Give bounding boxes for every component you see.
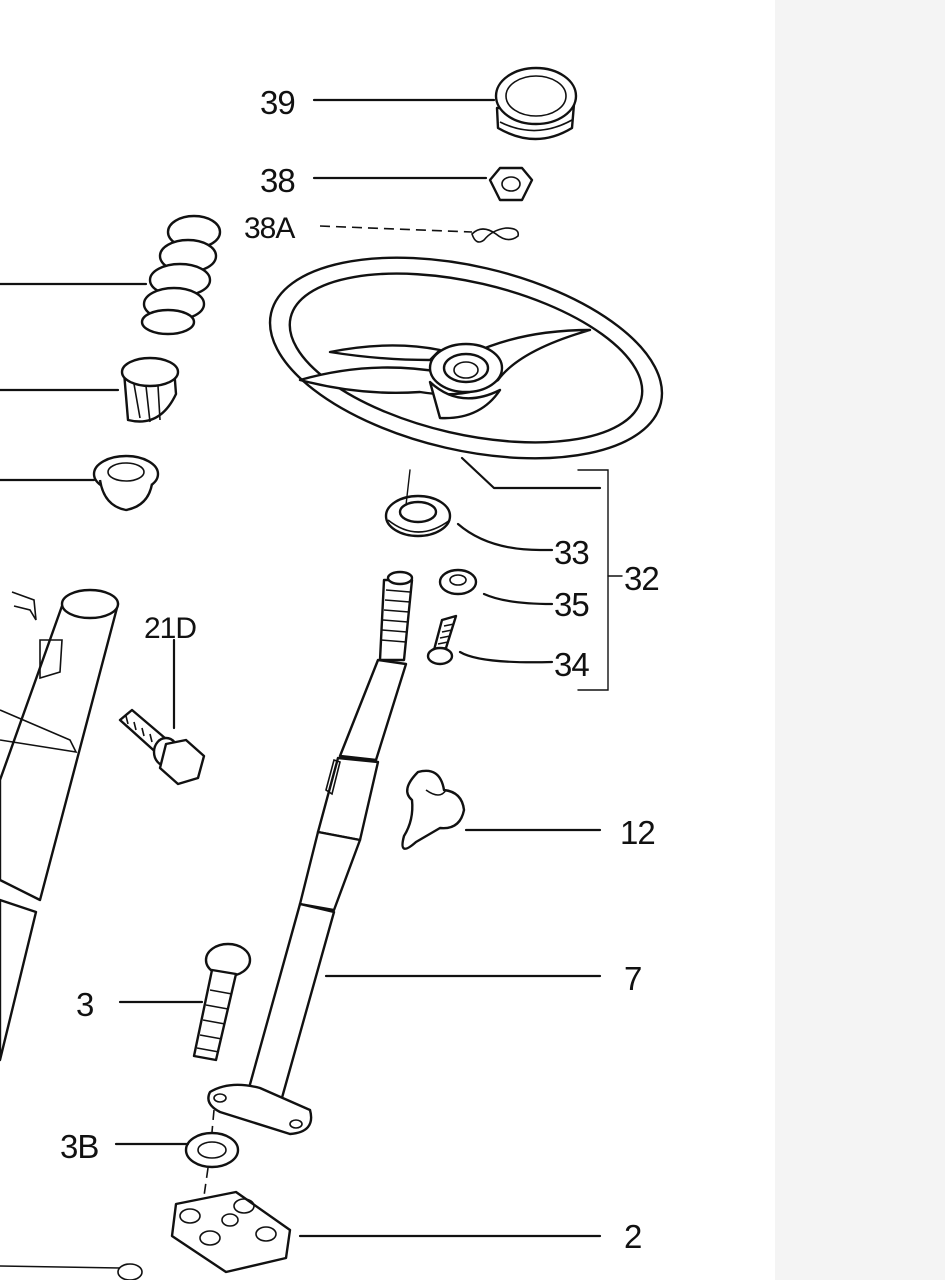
left-bearing-race bbox=[120, 356, 180, 423]
callout-7: 7 bbox=[624, 960, 641, 997]
steering-wheel bbox=[268, 256, 664, 460]
part-35-washer bbox=[438, 568, 478, 596]
callout-12: 12 bbox=[620, 814, 655, 851]
callout-32: 32 bbox=[624, 560, 659, 597]
part-33-bushing bbox=[384, 469, 452, 538]
callout-labels: 39 38 38A 33 35 34 32 21D 12 7 3 3B 2 bbox=[60, 84, 660, 1255]
callout-33: 33 bbox=[554, 534, 589, 571]
part-21d-bolt bbox=[118, 708, 206, 786]
part-12-clip bbox=[401, 769, 466, 850]
part-7-steering-shaft bbox=[207, 570, 414, 1136]
part-2-mounting-plate bbox=[170, 1190, 292, 1274]
part-3-bolt bbox=[192, 942, 252, 1062]
callout-2: 2 bbox=[624, 1218, 641, 1255]
callout-35: 35 bbox=[554, 586, 589, 623]
part-34-screw bbox=[426, 614, 458, 666]
callout-38a: 38A bbox=[244, 212, 295, 245]
callout-34: 34 bbox=[554, 646, 589, 683]
callout-39: 39 bbox=[260, 84, 295, 121]
callout-3: 3 bbox=[76, 986, 93, 1023]
part-3b-washer bbox=[184, 1109, 240, 1197]
right-margin-band bbox=[775, 0, 945, 1280]
part-38-nut bbox=[488, 166, 534, 202]
part-39-horn-cap bbox=[494, 66, 578, 141]
leader-lines bbox=[0, 98, 623, 1238]
left-bushing bbox=[92, 454, 160, 512]
part-38a-lock-washer bbox=[471, 227, 520, 243]
left-boot bbox=[140, 214, 222, 336]
callout-3b: 3B bbox=[60, 1128, 98, 1165]
callout-38: 38 bbox=[260, 162, 295, 199]
callout-21d: 21D bbox=[144, 612, 196, 645]
left-column-tube bbox=[0, 588, 143, 1280]
